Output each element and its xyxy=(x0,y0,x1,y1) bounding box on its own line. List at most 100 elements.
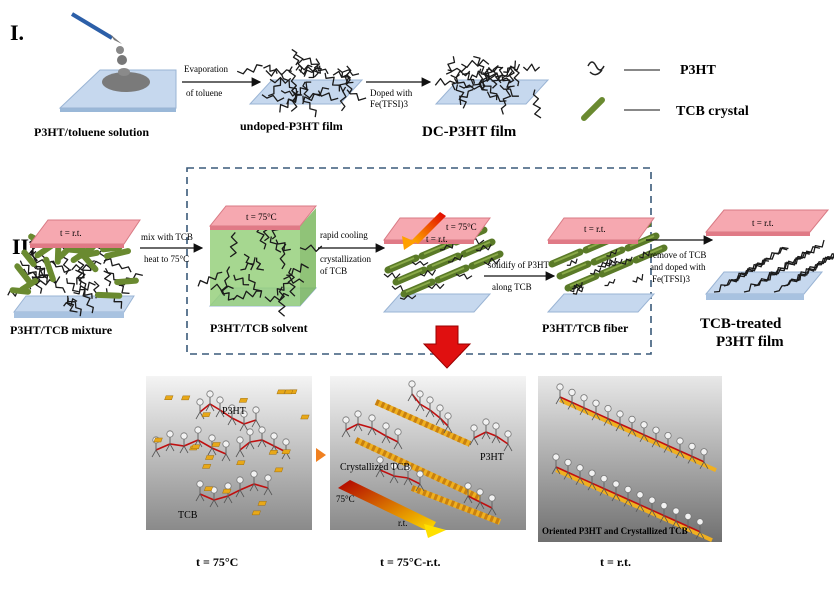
side-chain xyxy=(627,429,633,437)
p3ht-chain xyxy=(621,256,633,265)
tcb-particle xyxy=(268,450,278,455)
side-chain xyxy=(367,427,373,436)
side-chain xyxy=(691,456,697,464)
p3ht-chain xyxy=(483,257,501,266)
p3ht-backbone xyxy=(199,403,257,425)
tcb-particle xyxy=(257,501,267,506)
doped-line2: Fe(TFSI)3 xyxy=(370,99,408,109)
panel-rt: Oriented P3HT and Crystallized TCB xyxy=(538,376,722,543)
thiophene-ring xyxy=(180,432,188,440)
thiophene-ring xyxy=(688,442,696,450)
thiophene-ring xyxy=(576,464,584,472)
side-chain xyxy=(675,520,681,529)
thiophene-ring xyxy=(556,383,564,391)
stage-crystallization: t = 75°C t = r.t. xyxy=(382,212,504,313)
tcb-particle xyxy=(202,464,212,469)
side-chain xyxy=(595,413,601,421)
p3ht-chain xyxy=(264,292,290,303)
arrow3-line1: solidify of P3HT xyxy=(488,260,550,270)
side-chain xyxy=(235,449,241,458)
solvent-label: P3HT/TCB solvent xyxy=(210,321,308,335)
temperature-gradient-arrow xyxy=(338,480,436,532)
thiophene-ring xyxy=(270,432,278,440)
side-chain xyxy=(195,493,201,502)
side-chain xyxy=(227,417,233,426)
side-chain xyxy=(407,477,413,486)
p2-75c: 75°C xyxy=(336,494,355,504)
side-chain xyxy=(655,440,661,448)
caption-cooling: t = 75°C-r.t. xyxy=(380,555,441,569)
side-chain xyxy=(587,483,593,491)
p3ht-chain xyxy=(248,273,263,298)
tcb-particle xyxy=(251,510,261,516)
side-chain xyxy=(671,520,677,529)
p3ht-chain xyxy=(233,274,250,286)
p3ht-chain xyxy=(503,63,521,73)
temp-solvent: t = 75°C xyxy=(246,212,277,222)
side-chain xyxy=(463,495,469,504)
tcb-crystal-highlight xyxy=(389,257,415,269)
p3ht-chain xyxy=(455,273,473,280)
side-chain xyxy=(695,531,701,539)
side-chain xyxy=(675,450,681,459)
p3ht-chain xyxy=(229,232,238,258)
p3ht-chain xyxy=(302,57,329,75)
side-chain xyxy=(213,499,219,508)
solution-label: P3HT/toluene solution xyxy=(34,125,149,139)
evaporation-line1: Evaporation xyxy=(184,64,228,74)
side-chain xyxy=(227,495,233,504)
panel-arrow xyxy=(316,448,326,462)
temp-crys-low: t = r.t. xyxy=(426,234,448,244)
p3ht-chain xyxy=(399,295,417,300)
mixture-label: P3HT/TCB mixture xyxy=(10,323,113,337)
p3ht-chain xyxy=(500,85,512,115)
thiophene-ring xyxy=(640,421,648,429)
section-ii-label: II. xyxy=(12,234,35,259)
tcb-particle xyxy=(153,437,163,443)
side-chain xyxy=(197,439,203,448)
thiophene-ring xyxy=(282,438,290,446)
p3ht-chain xyxy=(283,275,305,284)
side-chain xyxy=(631,429,637,437)
thiophene-ring xyxy=(684,512,692,521)
side-chain xyxy=(687,456,693,464)
side-chain xyxy=(249,441,255,450)
side-chain xyxy=(381,435,387,444)
p3ht-chain xyxy=(276,282,289,296)
p3ht-chain xyxy=(339,86,347,112)
p3ht-chain xyxy=(455,84,467,109)
p3ht-chain xyxy=(411,260,429,266)
side-chain xyxy=(155,449,161,458)
thiophene-ring xyxy=(394,428,402,436)
side-chain xyxy=(615,423,621,432)
side-chain xyxy=(207,447,213,456)
thiophene-ring xyxy=(592,399,600,407)
p1-tcb: TCB xyxy=(178,510,198,521)
side-chain xyxy=(579,477,585,485)
side-chain xyxy=(397,441,403,450)
thiophene-ring xyxy=(166,430,174,438)
tcb-crystal xyxy=(81,253,99,273)
side-chain xyxy=(663,515,669,523)
side-chain xyxy=(393,441,399,450)
thiophene-ring xyxy=(552,453,560,461)
thiophene-ring xyxy=(376,456,384,464)
p3ht-chain xyxy=(232,290,262,301)
thiophene-ring xyxy=(660,501,668,510)
p3ht-chain xyxy=(486,91,507,103)
tcb-crystal xyxy=(114,277,139,286)
side-chain xyxy=(687,526,693,534)
p3ht-chain xyxy=(299,81,312,95)
side-chain xyxy=(223,495,229,504)
p3ht-chain xyxy=(295,54,304,73)
side-chain xyxy=(195,411,201,420)
thiophene-ring xyxy=(604,404,612,413)
side-chain xyxy=(273,445,279,454)
side-chain xyxy=(611,493,617,502)
side-chain xyxy=(699,461,705,469)
p3ht-chain xyxy=(303,67,321,77)
thiophene-ring xyxy=(368,414,376,422)
p3ht-chain xyxy=(63,298,78,307)
doped-line1: Doped with xyxy=(370,88,413,98)
p3ht-chain xyxy=(103,258,132,273)
